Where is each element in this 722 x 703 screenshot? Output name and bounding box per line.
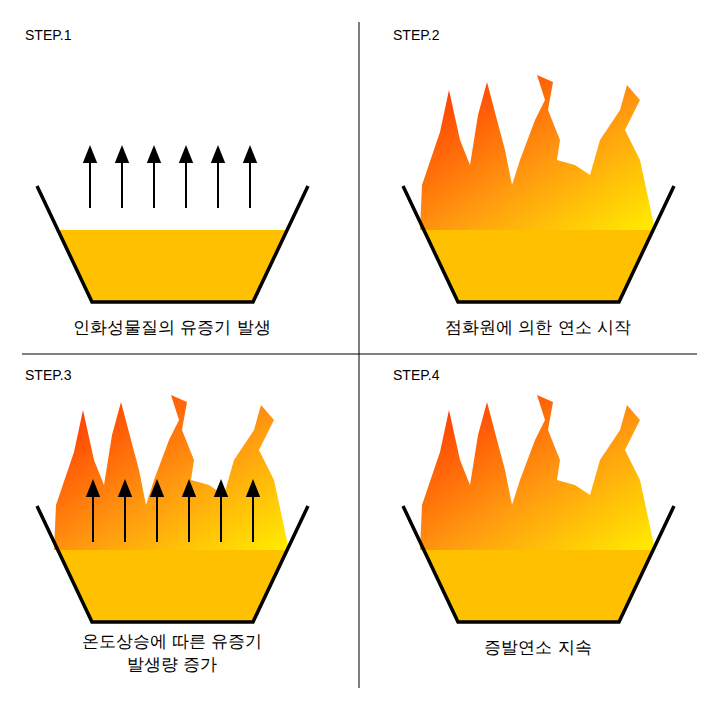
step-caption: 인화성물질의 유증기 발생 [22,316,322,339]
step-caption: 증발연소 지속 [388,636,688,659]
step-label: STEP.4 [393,366,439,385]
step-label: STEP.1 [25,26,71,45]
step-label: STEP.3 [25,366,71,385]
step-caption: 점화원에 의한 연소 시작 [388,316,688,339]
step-caption: 온도상승에 따른 유증기 발생량 증가 [60,630,285,676]
step-label: STEP.2 [393,26,439,45]
